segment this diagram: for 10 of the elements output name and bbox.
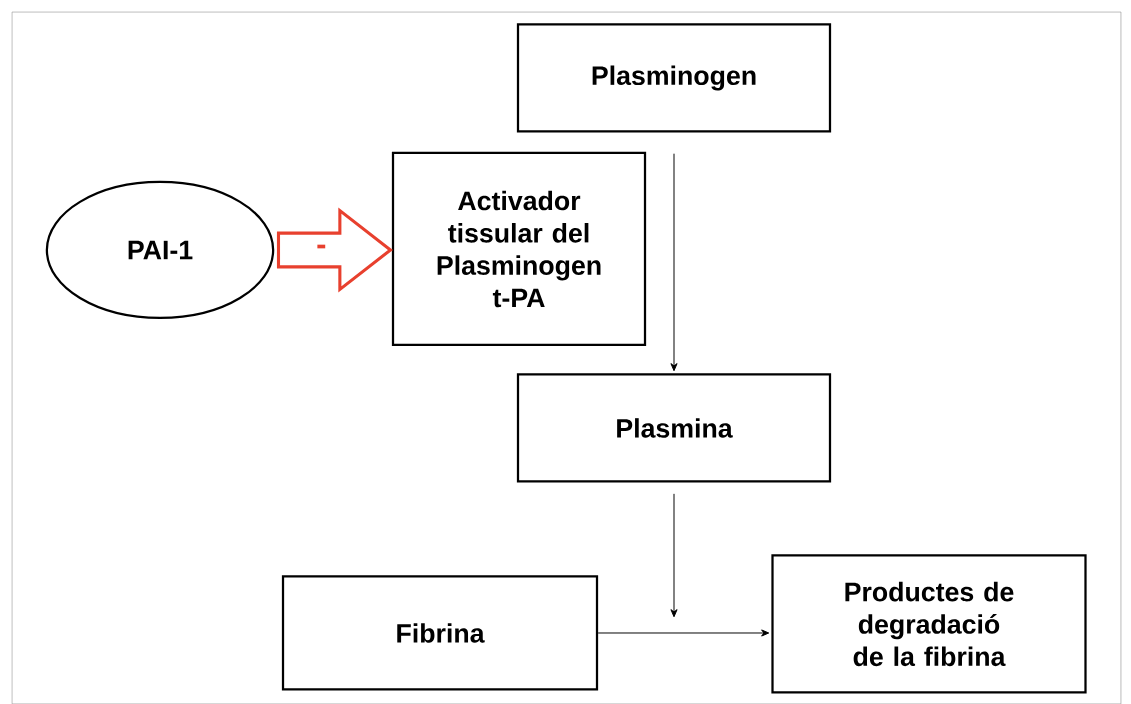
block-arrow <box>276 207 393 293</box>
edge-label: - <box>314 243 328 256</box>
arrow <box>670 153 678 372</box>
arrow <box>670 493 678 618</box>
process-box: Productes de degradació de la fibrina <box>771 554 1087 694</box>
process-box: Fibrina <box>281 575 599 691</box>
process-box: Activador tissular del Plasminogen t-PA <box>391 151 647 347</box>
process-box: Plasminogen <box>516 23 832 133</box>
arrow <box>597 629 770 637</box>
process-box: Plasmina <box>516 373 832 483</box>
